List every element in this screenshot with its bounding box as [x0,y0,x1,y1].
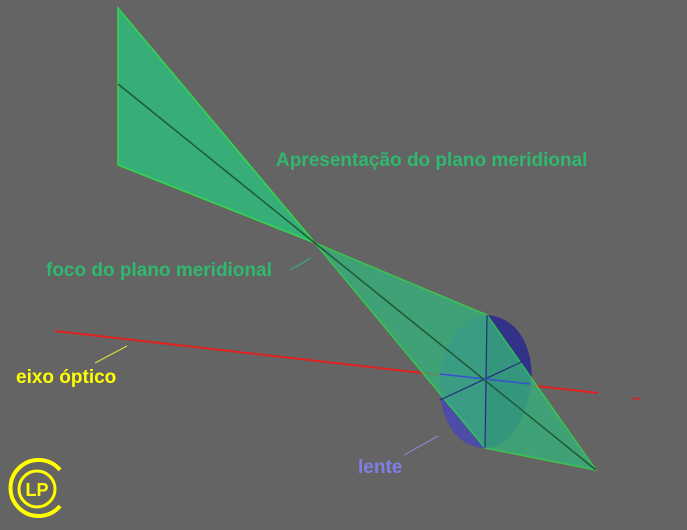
meridional-focus-label: foco do plano meridional [46,260,272,281]
central-ray [117,83,597,471]
lens-pointer-line [403,435,439,456]
optical-axis-tail [631,397,641,400]
logo-outer-ring-icon [8,458,62,518]
meridional-plane-upper [117,5,316,244]
optical-axis-over-lens [439,373,531,385]
lp-logo: LP [8,458,62,518]
logo-inner-ring-icon [17,469,57,509]
focus-pointer-line [289,257,312,271]
axis-pointer-line [94,345,128,364]
optical-axis-label: eixo óptico [16,367,116,388]
lens-label: lente [358,457,402,478]
meridional-plane-label: Apresentação do plano meridional [276,150,587,171]
logo-text: LP [25,480,48,500]
